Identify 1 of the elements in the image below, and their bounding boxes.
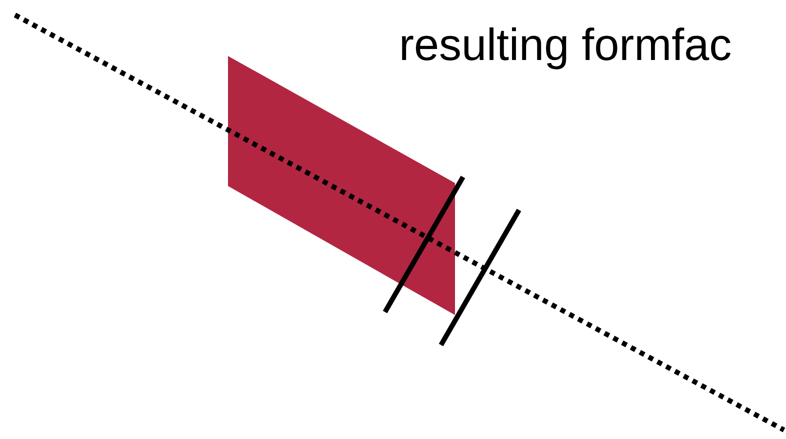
heading-text: resulting formfac — [399, 20, 732, 70]
